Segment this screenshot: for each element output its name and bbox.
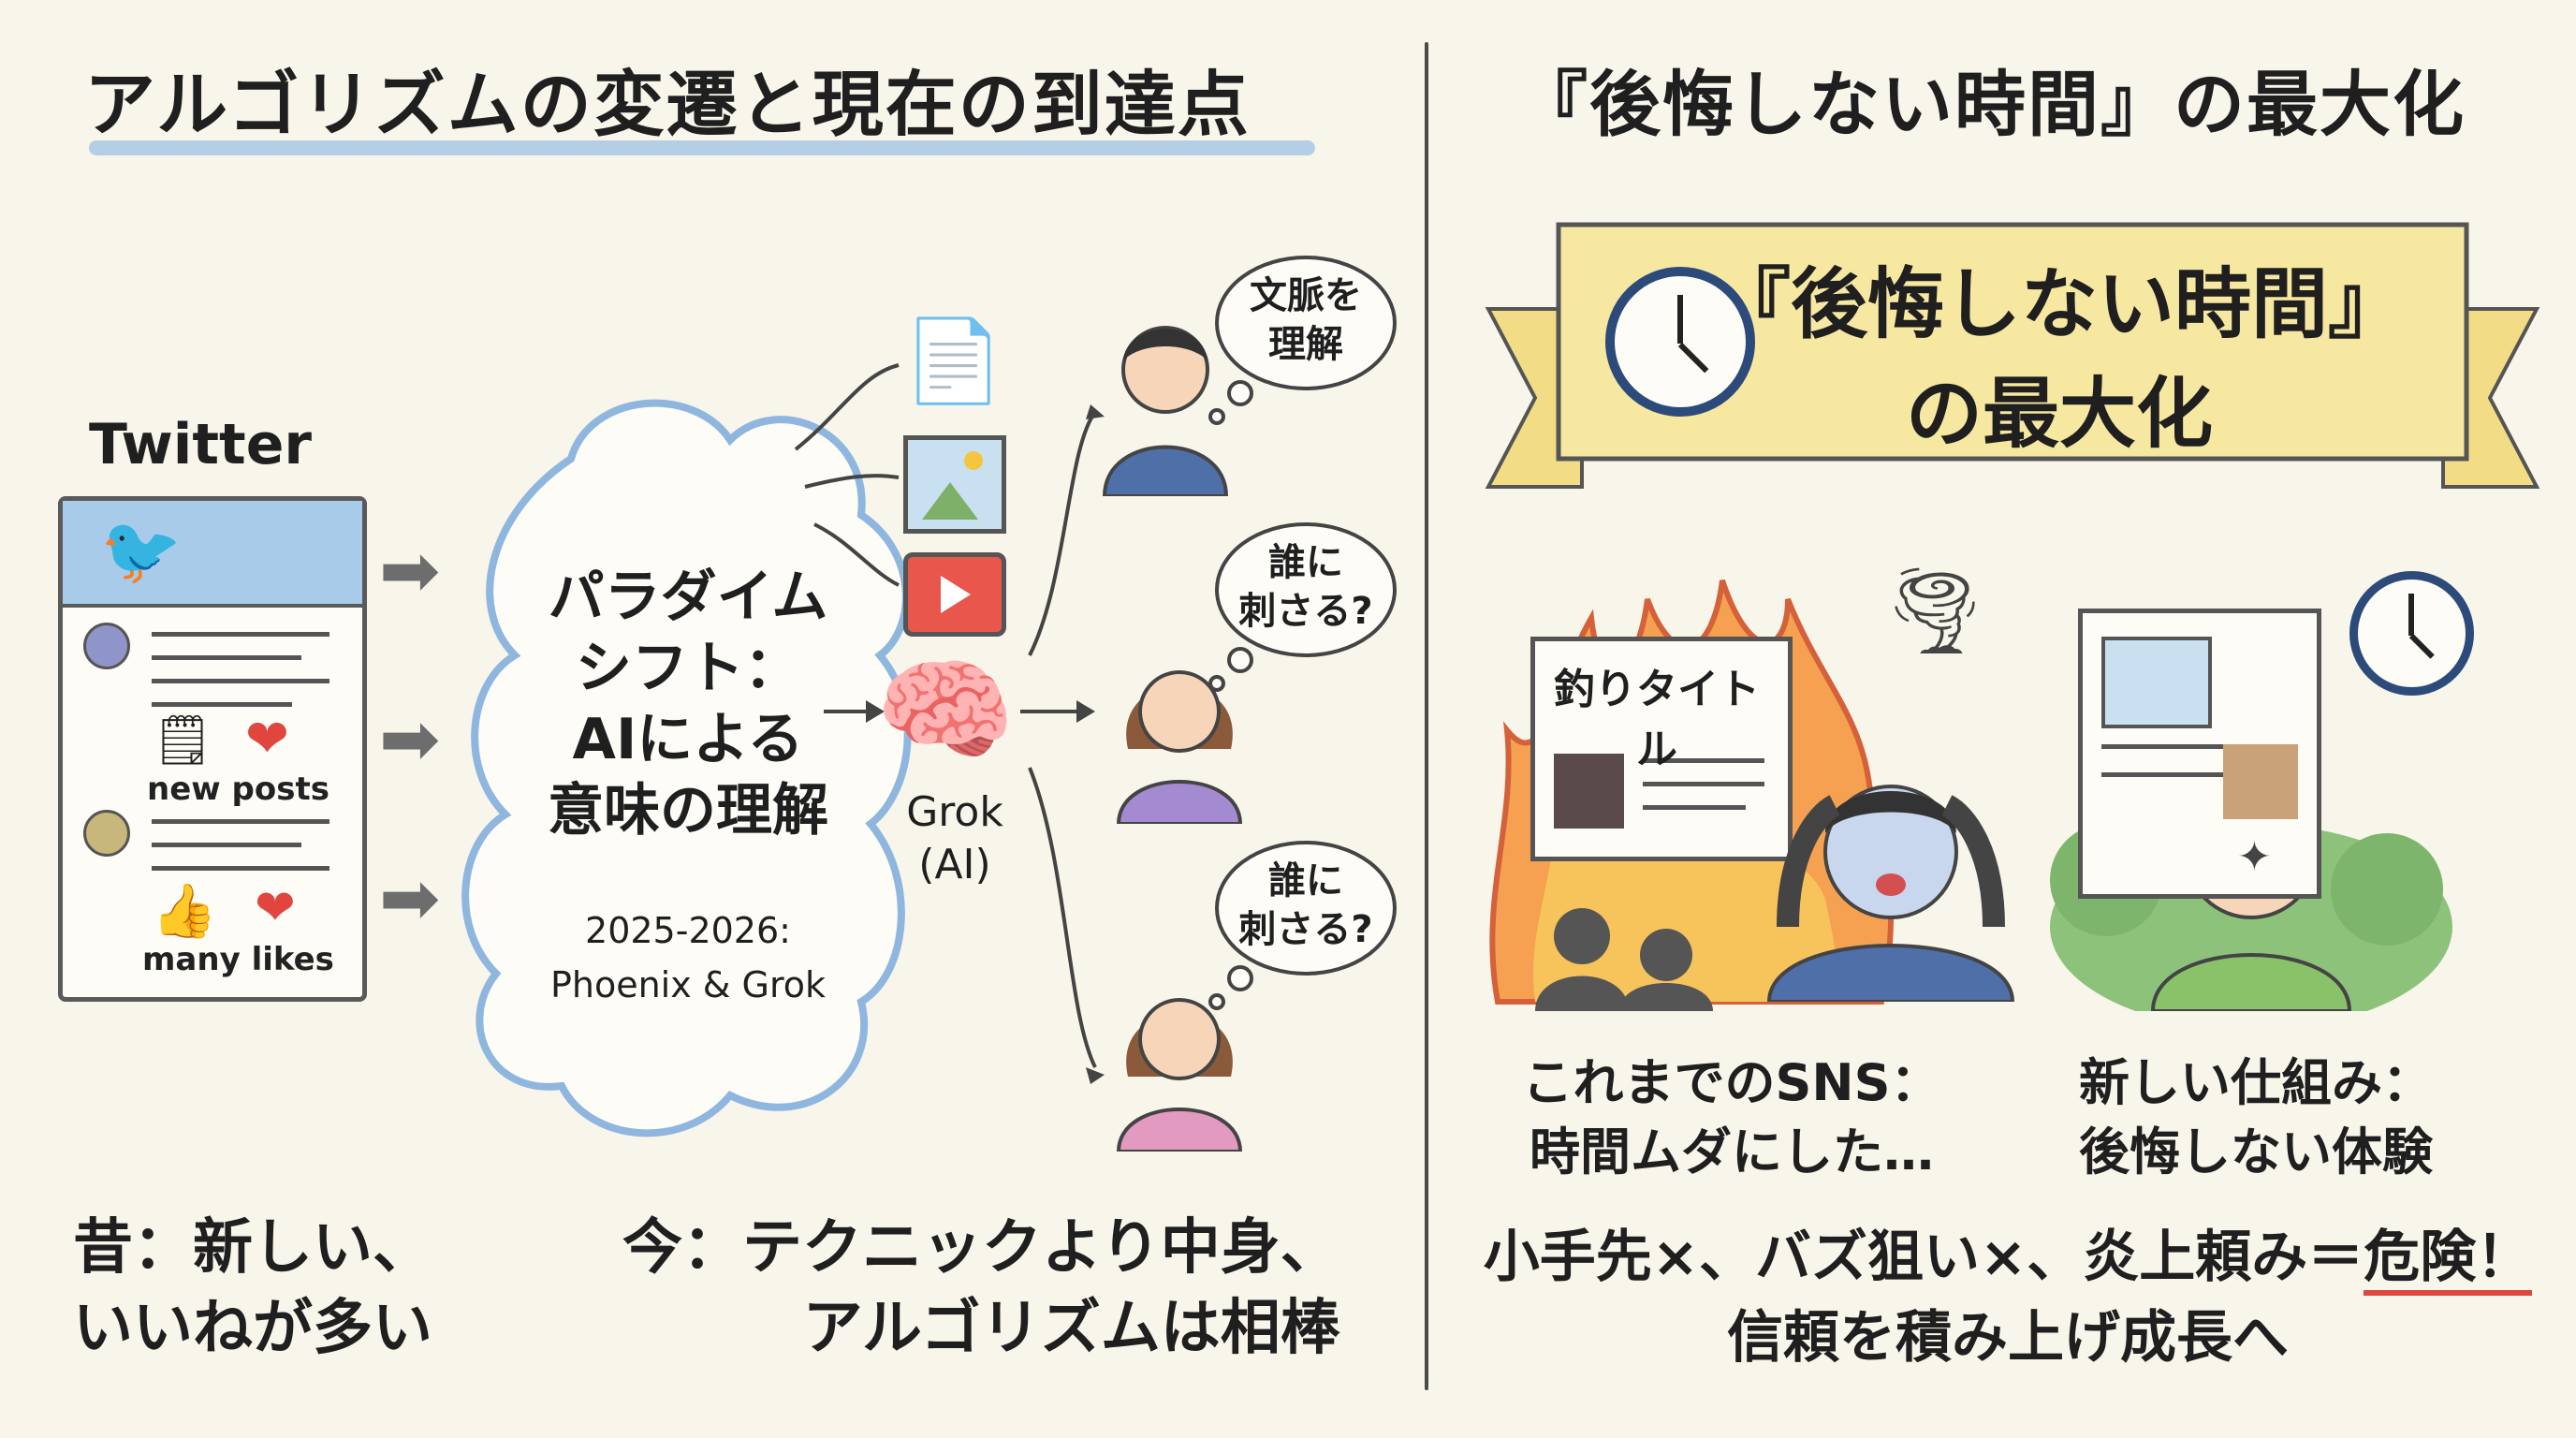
image-icon	[903, 435, 1006, 534]
bubble-text: 誰に 刺さる?	[1217, 857, 1395, 954]
bottom-right-text: 小手先×、バズ狙い×、炎上頼み＝危険！ 信頼を積み上げ成長へ	[1470, 1217, 2546, 1378]
quality-article	[2078, 609, 2321, 899]
warning-prefix: 小手先×、バズ狙い×、炎上頼み＝	[1483, 1225, 2364, 1290]
now-text: 今：テクニックより中身、 アルゴリズムは相棒	[622, 1208, 1340, 1369]
document-icon: 🗒	[152, 712, 214, 769]
caption-line: 新しい仕組み：	[2079, 1053, 2433, 1112]
stressed-man	[1766, 785, 2015, 1002]
banner-title-line2: の最大化	[1905, 370, 2213, 459]
avatar	[83, 810, 130, 857]
right-title: 『後悔しない時間』の最大化	[1516, 63, 2466, 146]
caption-line: 後悔しない体験	[2079, 1123, 2433, 1181]
cloud-line: シフト：	[576, 636, 800, 701]
video-icon	[903, 552, 1006, 637]
warning-line: 小手先×、バズ狙い×、炎上頼み＝危険！	[1470, 1217, 2546, 1298]
grok-line: Grok	[906, 788, 1003, 836]
twitter-feed-card: 🐦 🗒 ❤ new posts 👍 ❤ many likes	[58, 496, 367, 1002]
past-line: 昔：新しい、	[73, 1213, 432, 1283]
thought-bubble	[1208, 522, 1397, 692]
grok-label: Grok (AI)	[889, 786, 1020, 891]
cloud-line: パラダイム	[548, 565, 828, 630]
caption-line: これまでのSNS：	[1522, 1053, 1941, 1112]
brain-icon: 🧠	[875, 646, 1016, 776]
thought-bubble	[1208, 256, 1397, 425]
person-man	[1102, 326, 1229, 496]
cloud-line: 意味の理解	[548, 778, 828, 844]
text-line	[152, 866, 329, 871]
text-line	[152, 632, 329, 637]
caption-line: 時間ムダにした…	[1530, 1123, 1934, 1181]
text-line	[152, 679, 329, 683]
twitter-header: 🐦	[63, 501, 362, 608]
document-icon: 📄	[903, 315, 1004, 408]
avatar	[83, 623, 130, 669]
text-line	[152, 843, 301, 847]
cloud-line: AIによる	[572, 707, 804, 772]
past-text: 昔：新しい、 いいねが多い	[73, 1208, 432, 1369]
bubble-line: 誰に	[1268, 541, 1343, 584]
bubble-line: 誰に	[1268, 859, 1343, 902]
bubble-line: 刺さる?	[1238, 590, 1373, 633]
clickbait-article	[1530, 637, 1793, 861]
banner-title-line1: 『後悔しない時間』	[1713, 260, 2405, 349]
old-sns-caption: これまでのSNS： 時間ムダにした…	[1498, 1049, 1966, 1187]
heart-icon: ❤	[245, 709, 289, 770]
new-system-caption: 新しい仕組み： 後悔しない体験	[2050, 1049, 2462, 1187]
twitter-label: Twitter	[89, 412, 312, 477]
sparkle-icon: ✦	[2237, 833, 2272, 881]
now-line: 今：テクニックより中身、	[622, 1213, 1340, 1283]
arrow-icon: ➡	[379, 529, 441, 613]
title-underline	[89, 140, 1315, 155]
text-line	[152, 819, 329, 824]
thought-bubble	[1208, 841, 1397, 1010]
article-image	[1554, 754, 1624, 829]
bubble-line: 刺さる?	[1238, 908, 1373, 951]
thumbs-up-icon: 👍	[152, 881, 217, 942]
center-divider	[1425, 42, 1428, 1390]
grok-line: (AI)	[918, 841, 991, 888]
now-line: アルゴリズムは相棒	[802, 1294, 1340, 1363]
text-line	[152, 655, 301, 660]
many-likes-tag: many likes	[142, 941, 334, 978]
person-woman-1	[1116, 670, 1243, 824]
bird-icon: 🐦	[100, 512, 183, 589]
paradigm-cloud	[461, 399, 912, 1137]
image-icon	[2101, 637, 2212, 728]
tornado-icon: 🌪	[1881, 562, 1989, 660]
danger-word: 危険！	[2364, 1225, 2533, 1296]
heart-icon: ❤	[255, 880, 296, 936]
bubble-text: 文脈を 理解	[1217, 271, 1395, 369]
cloud-sub-line: 2025-2026:	[585, 910, 791, 951]
arrow-icon: ➡	[379, 697, 441, 782]
arrow-icon: ➡	[379, 857, 441, 941]
past-line: いいねが多い	[73, 1294, 432, 1363]
cloud-main-text: パラダイム シフト： AIによる 意味の理解	[505, 562, 871, 846]
text-line	[152, 702, 292, 707]
clock-icon	[2349, 571, 2474, 696]
cloud-sub-text: 2025-2026: Phoenix & Grok	[487, 903, 889, 1012]
new-posts-tag: new posts	[147, 770, 329, 808]
growth-line: 信頼を積み上げ成長へ	[1727, 1305, 2289, 1371]
bubble-text: 誰に 刺さる?	[1217, 538, 1395, 636]
bubble-line: 理解	[1268, 323, 1343, 366]
cloud-sub-line: Phoenix & Grok	[549, 964, 827, 1005]
left-title: アルゴリズムの変遷と現在の到達点	[84, 63, 1251, 146]
clock-icon	[1605, 267, 1755, 417]
bubble-line: 文脈を	[1250, 274, 1362, 317]
clickbait-title: 釣りタイトル	[1554, 666, 1760, 773]
person-woman-2	[1116, 998, 1243, 1152]
